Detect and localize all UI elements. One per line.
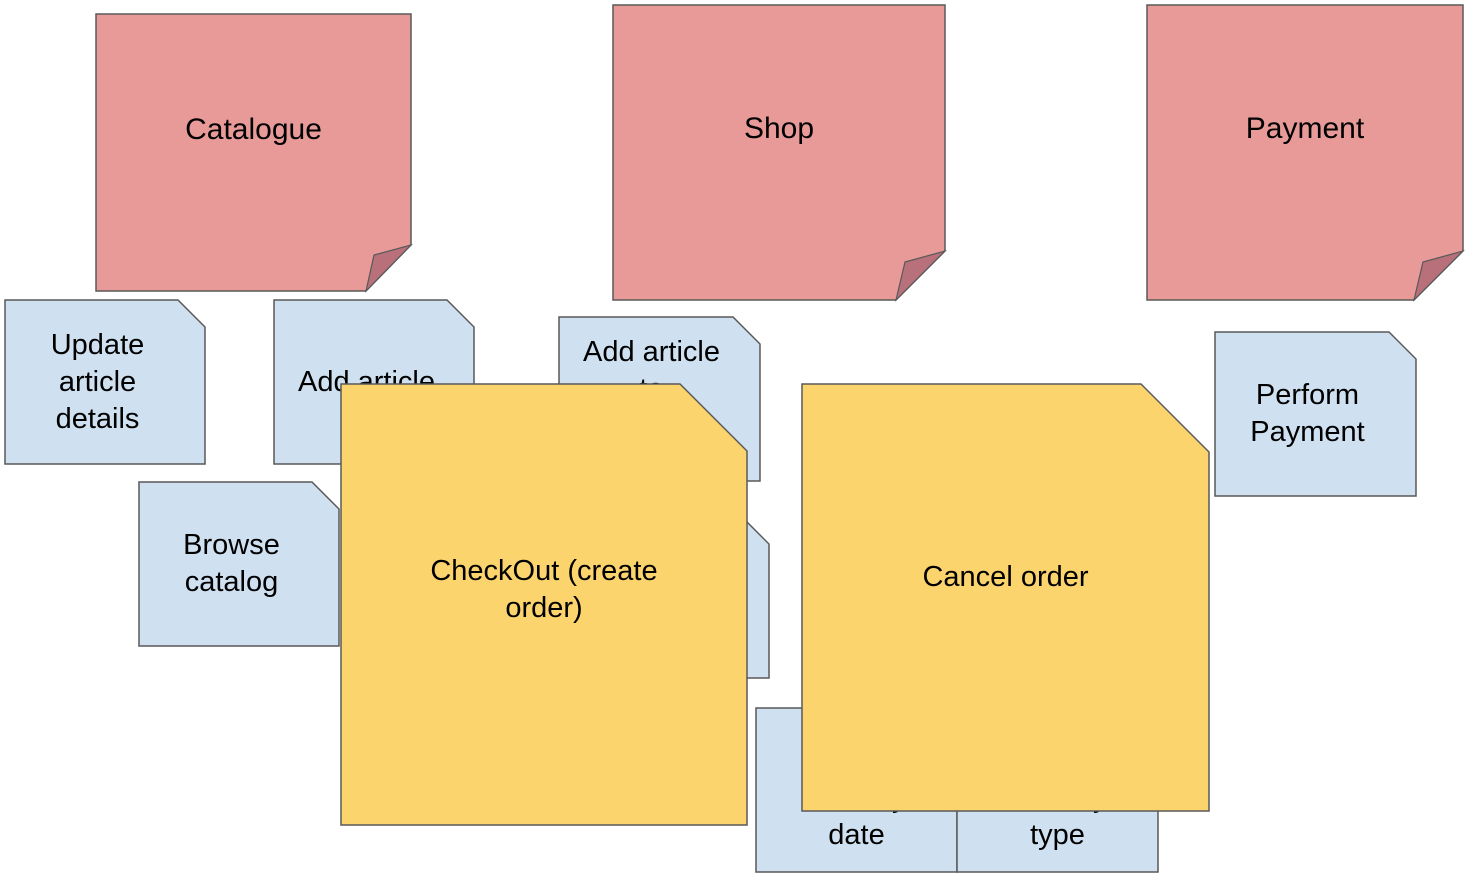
sticky-payment-shape xyxy=(1146,4,1466,302)
command-label: Browse catalog xyxy=(183,529,280,598)
event-cancel-shape xyxy=(801,383,1210,812)
command-update-shape xyxy=(4,299,206,465)
sticky-catalogue-shape xyxy=(95,13,413,293)
event-checkout-shape xyxy=(340,383,748,826)
event-label: Cancel order xyxy=(922,561,1089,593)
command-perform-payment-shape xyxy=(1214,331,1417,497)
command-label: Update article details xyxy=(50,328,145,435)
command-perform-payment[interactable]: Perform Payment xyxy=(1215,332,1415,496)
command-label: Add article to xyxy=(582,336,720,405)
bounded-context-shop[interactable]: Shop xyxy=(613,5,945,253)
command-update-article-details[interactable]: Update article details xyxy=(5,300,205,464)
bounded-context-catalogue[interactable]: Catalogue xyxy=(96,14,411,246)
command-browse-catalog[interactable]: Browse catalog xyxy=(139,482,339,646)
bounded-context-payment[interactable]: Payment xyxy=(1147,5,1463,253)
sticky-shop-shape xyxy=(612,4,948,302)
bounded-context-label: Catalogue xyxy=(185,113,322,146)
command-label: Perform Payment xyxy=(1250,379,1365,448)
bounded-context-label: Shop xyxy=(743,112,815,145)
event-label: CheckOut (create order) xyxy=(430,554,658,624)
command-add-article-to-cart[interactable]: Add article to xyxy=(559,317,759,481)
bounded-context-label: Payment xyxy=(1245,112,1365,145)
command-browse-shape xyxy=(138,481,340,647)
event-checkout-create-order[interactable]: CheckOut (create order) xyxy=(341,384,747,825)
event-cancel-order[interactable]: Cancel order xyxy=(802,384,1209,811)
